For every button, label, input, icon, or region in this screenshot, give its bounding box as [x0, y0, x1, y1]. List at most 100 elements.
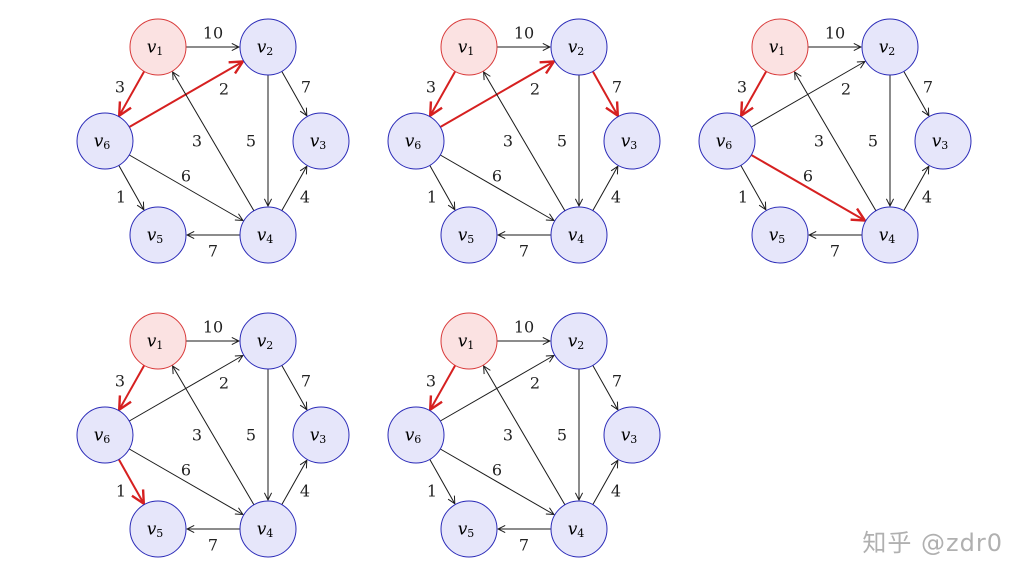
node-subscript: 4 [888, 233, 895, 246]
node-v6: v6 [698, 112, 756, 170]
edge-v1-v6-highlighted [741, 70, 768, 115]
edge-v2-v3-highlighted [591, 70, 618, 115]
edge-v4-v3 [592, 460, 618, 505]
edge-weight-v6-v2: 2 [219, 374, 229, 393]
node-v4: v4 [239, 206, 297, 264]
edge-v6-v5 [429, 459, 455, 503]
node-circle-v6 [387, 112, 445, 170]
edge-weight-v1-v6: 3 [426, 372, 436, 391]
edge-weight-v4-v3: 4 [300, 188, 310, 207]
edge-v4-v1 [484, 366, 566, 506]
node-v5: v5 [440, 206, 498, 264]
node-circle-v2 [239, 18, 297, 76]
node-circle-v2 [861, 18, 919, 76]
node-circle-v6 [698, 112, 756, 170]
edge-weight-v1-v2: 10 [203, 318, 223, 337]
node-v6: v6 [76, 112, 134, 170]
edge-weight-v2-v3: 7 [301, 372, 311, 391]
node-v4: v4 [861, 206, 919, 264]
edge-weight-v1-v6: 3 [737, 78, 747, 97]
node-circle-v3 [292, 112, 350, 170]
node-subscript: 3 [630, 139, 637, 152]
node-circle-v3 [914, 112, 972, 170]
edge-weight-v2-v4: 5 [868, 132, 878, 151]
edge-v2-v3 [903, 71, 929, 115]
node-v6: v6 [387, 112, 445, 170]
edge-v4-v1 [795, 72, 877, 212]
node-circle-v1 [751, 18, 809, 76]
edge-weight-v1-v6: 3 [115, 372, 125, 391]
edge-v1-v6-highlighted [119, 364, 146, 409]
node-circle-v5 [129, 206, 187, 264]
node-subscript: 2 [266, 45, 273, 58]
node-subscript: 2 [577, 45, 584, 58]
edge-v6-v4 [440, 154, 554, 221]
node-v4: v4 [550, 500, 608, 558]
node-v2: v2 [239, 18, 297, 76]
node-subscript: 2 [888, 45, 895, 58]
edge-weight-v4-v1: 3 [814, 132, 824, 151]
node-subscript: 4 [266, 527, 273, 540]
edge-weight-v6-v2: 2 [841, 80, 851, 99]
edge-weight-v2-v4: 5 [246, 132, 256, 151]
node-v1: v1 [440, 18, 498, 76]
node-v3: v3 [914, 112, 972, 170]
edge-weight-v1-v2: 10 [514, 24, 534, 43]
node-subscript: 1 [467, 339, 474, 352]
node-v2: v2 [550, 18, 608, 76]
node-subscript: 4 [577, 527, 584, 540]
node-subscript: 6 [414, 433, 421, 446]
edge-weight-v2-v4: 5 [557, 132, 567, 151]
node-circle-v1 [129, 312, 187, 370]
node-subscript: 5 [467, 233, 474, 246]
node-subscript: 6 [725, 139, 732, 152]
node-circle-v6 [76, 112, 134, 170]
edge-weight-v4-v5: 7 [208, 242, 218, 261]
node-v5: v5 [129, 206, 187, 264]
node-circle-v5 [751, 206, 809, 264]
node-v2: v2 [550, 312, 608, 370]
node-v6: v6 [76, 406, 134, 464]
edge-weight-v6-v5: 1 [427, 482, 437, 501]
node-subscript: 2 [266, 339, 273, 352]
edge-v4-v3 [281, 460, 307, 505]
node-v1: v1 [440, 312, 498, 370]
edge-v2-v3 [281, 365, 307, 409]
node-circle-v2 [550, 312, 608, 370]
node-circle-v3 [603, 112, 661, 170]
edge-weight-v2-v3: 7 [301, 78, 311, 97]
node-circle-v1 [440, 312, 498, 370]
node-subscript: 4 [266, 233, 273, 246]
node-circle-v4 [239, 206, 297, 264]
node-circle-v4 [239, 500, 297, 558]
node-subscript: 1 [156, 339, 163, 352]
edge-weight-v1-v2: 10 [825, 24, 845, 43]
edge-weight-v4-v1: 3 [503, 132, 513, 151]
edge-v4-v3 [903, 166, 929, 211]
node-v1: v1 [751, 18, 809, 76]
node-subscript: 1 [156, 45, 163, 58]
edge-v6-v4 [440, 448, 554, 515]
node-subscript: 5 [156, 233, 163, 246]
edge-v6-v4-highlighted [750, 154, 865, 221]
edge-weight-v4-v1: 3 [192, 132, 202, 151]
node-circle-v4 [550, 500, 608, 558]
edge-weight-v6-v4: 6 [803, 167, 813, 186]
edge-v2-v3 [592, 365, 618, 409]
edge-v6-v5 [740, 165, 766, 209]
node-circle-v4 [861, 206, 919, 264]
edge-v4-v1 [484, 72, 566, 212]
edge-weight-v4-v5: 7 [208, 536, 218, 555]
edge-weight-v2-v4: 5 [557, 426, 567, 445]
node-v3: v3 [603, 112, 661, 170]
edge-v4-v3 [592, 166, 618, 211]
edge-weight-v4-v3: 4 [922, 188, 932, 207]
node-v4: v4 [550, 206, 608, 264]
edge-weight-v6-v2: 2 [530, 374, 540, 393]
edge-weight-v2-v3: 7 [612, 372, 622, 391]
node-v2: v2 [861, 18, 919, 76]
node-subscript: 5 [778, 233, 785, 246]
